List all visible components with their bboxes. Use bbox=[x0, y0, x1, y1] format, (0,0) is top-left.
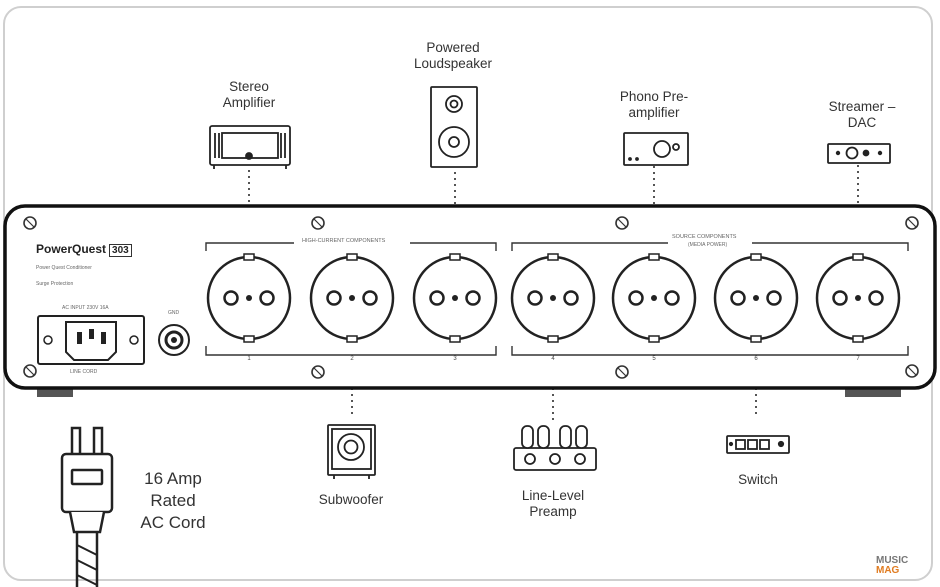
label-switch: Switch bbox=[738, 472, 778, 487]
ground-post bbox=[158, 324, 190, 356]
streamer-dac-icon bbox=[827, 143, 891, 164]
outlet-number: 4 bbox=[551, 356, 555, 362]
model-number: 303 bbox=[109, 244, 132, 257]
powered-loudspeaker-icon bbox=[430, 86, 478, 168]
power-outlet: 6 bbox=[713, 253, 799, 362]
outlet-number: 7 bbox=[856, 356, 860, 362]
ground-label: GND bbox=[168, 310, 180, 316]
group-b-label: SOURCE COMPONENTS bbox=[672, 234, 737, 240]
unit-text-line2: Surge Protection bbox=[36, 281, 74, 287]
power-outlet: 4 bbox=[510, 253, 596, 362]
group-brackets bbox=[205, 242, 909, 356]
ac-plug-cord-icon bbox=[60, 426, 114, 587]
power-outlet: 2 bbox=[309, 253, 395, 362]
iec-inlet bbox=[37, 315, 145, 365]
power-conditioner-unit: 1 2 3 4 5 6 7 bbox=[3, 204, 937, 397]
label-subwoofer: Subwoofer bbox=[318, 492, 384, 507]
label-stereo-amplifier: Stereo Amplifier bbox=[222, 79, 276, 110]
label-phono-preamplifier: Phono Pre- amplifier bbox=[619, 89, 689, 120]
input-sublabel: LINE CORD bbox=[70, 369, 98, 375]
unit-text-line1: Power Quest Conditioner bbox=[36, 265, 92, 271]
subwoofer-icon bbox=[327, 424, 376, 479]
network-switch-icon bbox=[726, 435, 790, 454]
watermark-part1: MUSIC bbox=[876, 555, 909, 566]
outlet-number: 1 bbox=[247, 356, 251, 362]
unit-foot-left bbox=[37, 388, 73, 397]
screw-slots bbox=[25, 218, 917, 377]
stereo-amplifier-icon bbox=[209, 125, 291, 169]
outlet-number: 2 bbox=[350, 356, 354, 362]
label-ac-cord: 16 Amp Rated AC Cord bbox=[140, 469, 206, 532]
phono-preamplifier-icon bbox=[623, 132, 689, 166]
group-b-sublabel: (MEDIA POWER) bbox=[688, 242, 728, 248]
label-streamer-dac: Streamer – DAC bbox=[828, 99, 896, 130]
brand-name: PowerQuest bbox=[36, 242, 107, 256]
outlet-number: 3 bbox=[453, 356, 457, 362]
watermark-part2: MAG bbox=[876, 565, 900, 576]
power-outlet: 5 bbox=[611, 253, 697, 362]
outlet-number: 6 bbox=[754, 356, 758, 362]
group-a-label: HIGH-CURRENT COMPONENTS bbox=[302, 238, 386, 244]
line-level-preamp-icon bbox=[513, 425, 597, 471]
outlet-number: 5 bbox=[652, 356, 656, 362]
outlets: 1 2 3 4 5 6 7 bbox=[206, 253, 901, 362]
power-outlet: 7 bbox=[815, 253, 901, 362]
power-outlet: 1 bbox=[206, 253, 292, 362]
watermark-logo: MUSIC MAG bbox=[876, 556, 908, 576]
label-line-level-preamp: Line-Level Preamp bbox=[521, 488, 585, 519]
unit-foot-right bbox=[845, 388, 901, 397]
power-outlet: 3 bbox=[412, 253, 498, 362]
label-powered-loudspeaker: Powered Loudspeaker bbox=[413, 40, 493, 71]
input-label: AC INPUT 230V 16A bbox=[62, 305, 109, 311]
